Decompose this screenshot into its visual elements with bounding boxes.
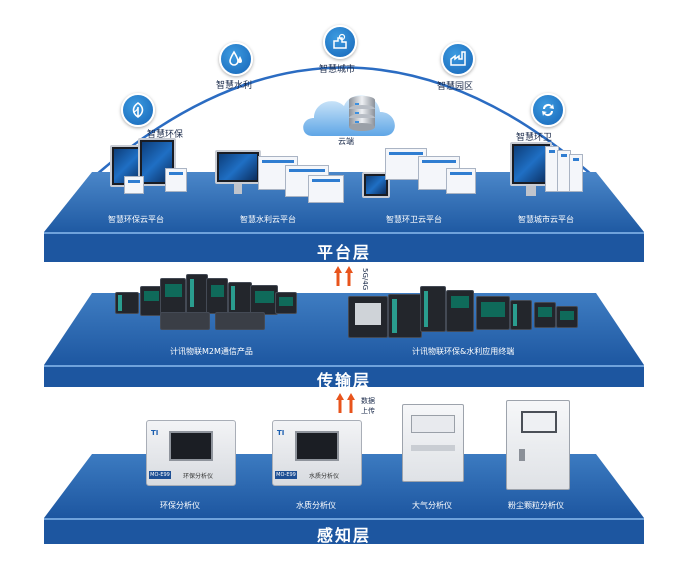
m2m-device bbox=[228, 282, 252, 314]
layer-title-platform: 平台层 bbox=[316, 243, 371, 262]
platform-layer: 平台层 bbox=[0, 160, 688, 268]
layer-title-sensing: 感知层 bbox=[316, 526, 371, 545]
platform-item-label: 智慧环卫云平台 bbox=[386, 215, 442, 224]
terminal-device bbox=[420, 286, 446, 332]
transport-item-label: 计讯物联环保&水利应用终端 bbox=[412, 347, 515, 356]
brand-logo: TI bbox=[277, 429, 285, 437]
platform-item-label: 智慧水利云平台 bbox=[240, 215, 296, 224]
platform-sheet bbox=[165, 168, 187, 192]
terminal-device bbox=[476, 296, 510, 330]
leaf-icon bbox=[121, 93, 155, 127]
terminal-device bbox=[388, 294, 422, 338]
factory-icon bbox=[441, 42, 475, 76]
terminal-device bbox=[348, 296, 388, 338]
platform-sheet bbox=[124, 176, 144, 194]
up-arrow-icon bbox=[336, 393, 344, 413]
m2m-router bbox=[160, 312, 210, 330]
link-label-data: 数据 bbox=[361, 397, 375, 405]
m2m-device bbox=[206, 278, 228, 314]
terminal-device bbox=[446, 290, 474, 332]
water-analyzer: TI MO-E99 水质分析仪 bbox=[272, 420, 362, 486]
air-analyzer bbox=[402, 404, 464, 482]
terminal-device bbox=[510, 300, 532, 330]
platform-stand bbox=[234, 184, 242, 194]
platform-sheet bbox=[446, 168, 476, 194]
analyzer-screen bbox=[169, 431, 213, 461]
m2m-device bbox=[140, 286, 162, 316]
transport-item-label: 计讯物联M2M通信产品 bbox=[170, 347, 253, 356]
sensing-item-label: 粉尘颗粒分析仪 bbox=[508, 501, 564, 510]
connection-arc bbox=[95, 66, 593, 176]
m2m-device bbox=[275, 292, 297, 314]
node-label-park: 智慧园区 bbox=[437, 82, 474, 92]
cloud-label: 云端 bbox=[338, 137, 354, 146]
platform-stand bbox=[526, 186, 536, 196]
brand-logo: TI bbox=[151, 429, 159, 437]
platform-monitor bbox=[215, 150, 261, 184]
terminal-device bbox=[556, 306, 578, 328]
platform-sheet bbox=[308, 175, 344, 203]
dust-analyzer bbox=[506, 400, 570, 490]
m2m-router bbox=[215, 312, 265, 330]
model-plate: MO-E99 bbox=[149, 471, 171, 479]
m2m-device bbox=[160, 278, 186, 314]
node-label-env: 智慧环保 bbox=[147, 130, 184, 140]
sensing-item-label: 环保分析仪 bbox=[160, 501, 200, 510]
up-arrow-icon bbox=[345, 266, 353, 286]
node-label-city: 智慧城市 bbox=[319, 65, 356, 75]
plate-name: 水质分析仪 bbox=[309, 473, 340, 480]
up-arrow-icon bbox=[334, 266, 342, 286]
model-plate: MO-E99 bbox=[275, 471, 297, 479]
analyzer-screen bbox=[295, 431, 339, 461]
platform-monitor bbox=[138, 138, 176, 186]
transport-layer: 传输层 bbox=[0, 285, 688, 390]
platform-item-label: 智慧城市云平台 bbox=[518, 215, 574, 224]
platform-sheet bbox=[569, 154, 583, 192]
node-label-water: 智慧水利 bbox=[216, 81, 253, 91]
node-label-sanitation: 智慧环卫 bbox=[516, 133, 553, 143]
platform-item-label: 智慧环保云平台 bbox=[108, 215, 164, 224]
link-label-upload: 上传 bbox=[361, 407, 375, 415]
sensing-item-label: 水质分析仪 bbox=[296, 501, 336, 510]
water-drop-icon bbox=[219, 42, 253, 76]
layer-title-transport: 传输层 bbox=[316, 371, 371, 390]
plate-name: 环保分析仪 bbox=[183, 473, 214, 480]
recycle-icon bbox=[531, 93, 565, 127]
city-icon bbox=[323, 25, 357, 59]
sensing-item-label: 大气分析仪 bbox=[412, 501, 452, 510]
m2m-device bbox=[186, 274, 208, 314]
terminal-device bbox=[534, 302, 556, 328]
link-label-5g4g: 5G/4G bbox=[361, 268, 369, 291]
cloud-server-icon bbox=[303, 95, 395, 136]
m2m-device bbox=[250, 285, 278, 315]
m2m-device bbox=[115, 292, 139, 314]
platform-sheet bbox=[557, 150, 571, 192]
up-arrow-icon bbox=[347, 393, 355, 413]
platform-monitor bbox=[362, 172, 390, 198]
env-analyzer: TI MO-E99 环保分析仪 bbox=[146, 420, 236, 486]
